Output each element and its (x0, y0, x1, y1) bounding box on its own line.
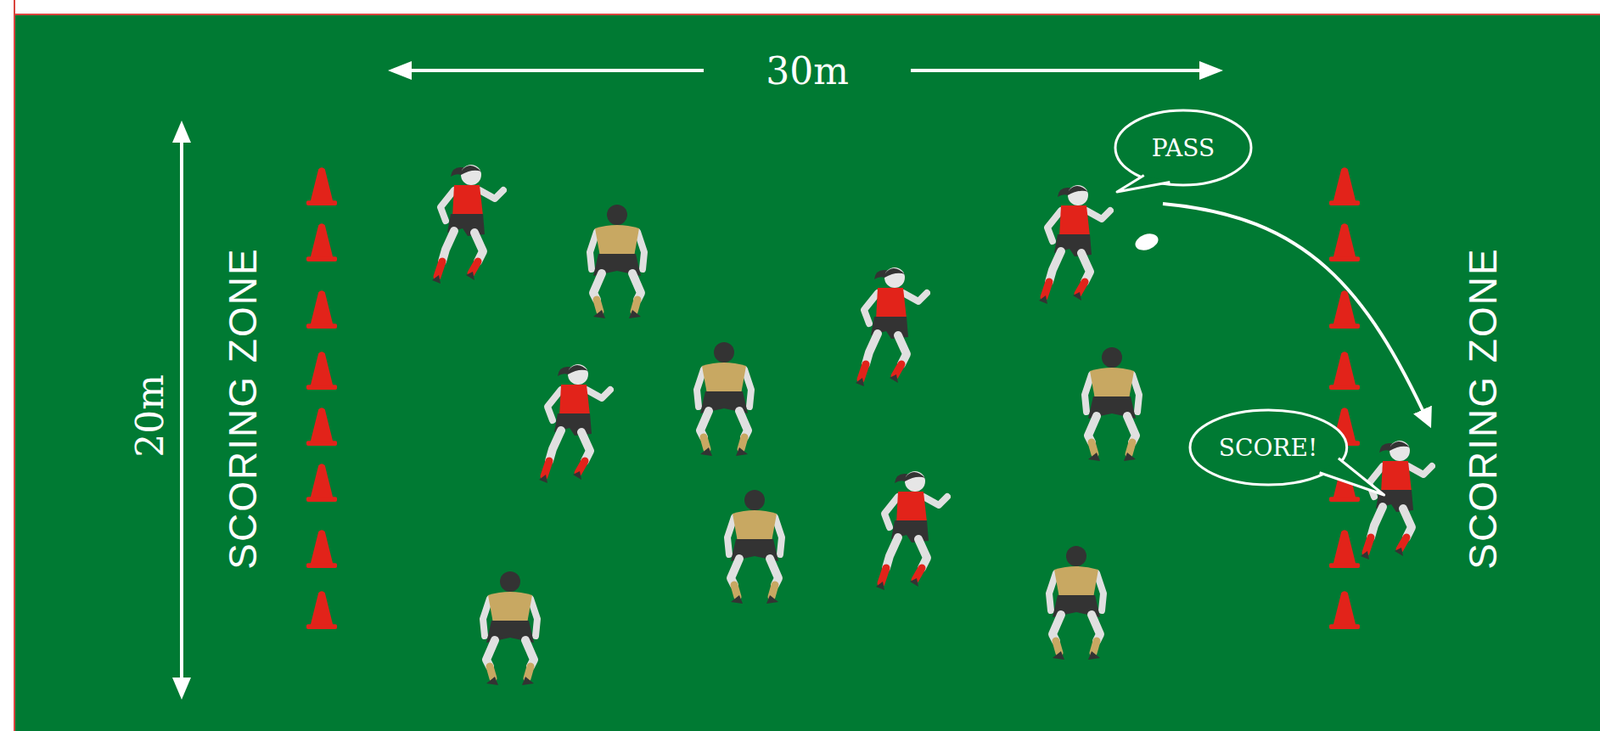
pass-arrow (1162, 203, 1430, 425)
speech-bubble: PASS (1113, 108, 1253, 187)
bubble-tail (1319, 458, 1384, 495)
zone-label: SCORING ZONE (1459, 247, 1506, 569)
dimension-label-box: 20m (128, 374, 172, 458)
rugby-ball (1133, 230, 1161, 253)
bubble-text: SCORE! (1188, 433, 1349, 462)
dimension-arrows (172, 61, 1224, 700)
defending-players (482, 204, 1140, 685)
bubble-tail (1117, 175, 1170, 192)
zone-label: SCORING ZONE (219, 247, 266, 569)
dimension-label: 20m (128, 374, 172, 458)
speech-bubble: SCORE! (1188, 408, 1349, 487)
pitch-ground (15, 15, 1600, 731)
dimension-label: 30m (765, 49, 849, 93)
border-line (14, 13, 1600, 16)
cones (306, 167, 1360, 629)
zone-label-box: SCORING ZONE (1459, 247, 1506, 569)
dimension-label-box: 30m (765, 49, 849, 93)
bubble-text: PASS (1113, 134, 1253, 163)
attacking-players (432, 164, 1432, 590)
border-line (13, 0, 16, 731)
zone-label-box: SCORING ZONE (219, 247, 266, 569)
